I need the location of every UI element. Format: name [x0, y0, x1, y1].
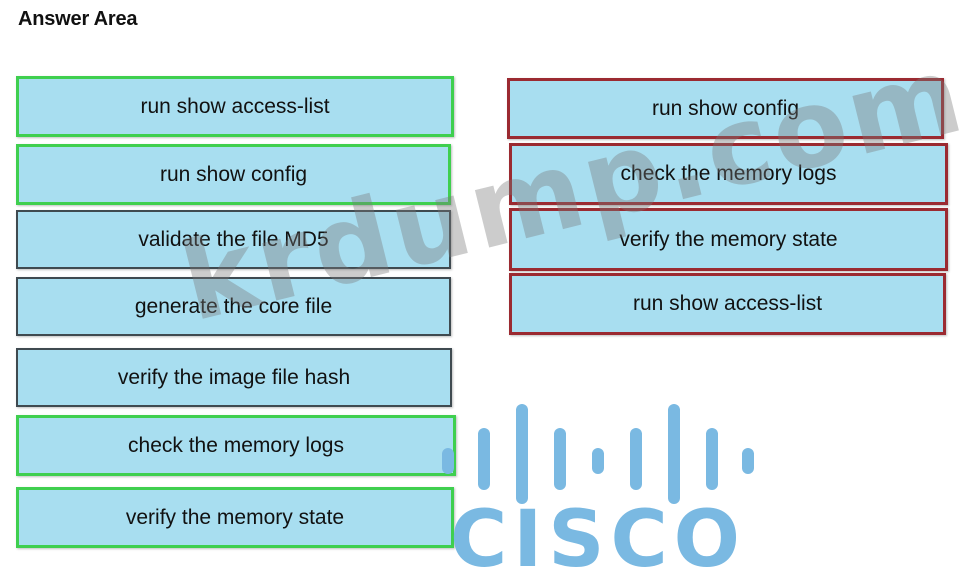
source-item-verify-image-file-hash[interactable]: verify the image file hash: [16, 348, 452, 407]
answer-area-title: Answer Area: [18, 8, 138, 30]
cisco-logo-icon: CISCO: [442, 404, 754, 570]
source-item-verify-memory-state[interactable]: verify the memory state: [16, 487, 454, 548]
source-item-label: verify the memory state: [125, 505, 345, 529]
answer-item-label: check the memory logs: [620, 162, 837, 185]
source-item-label: check the memory logs: [128, 433, 344, 457]
source-item-label: run show access-list: [140, 94, 330, 118]
answer-slot-3[interactable]: verify the memory state: [509, 208, 948, 271]
answer-item-label: run show config: [651, 96, 800, 120]
source-item-check-memory-logs[interactable]: check the memory logs: [16, 415, 456, 476]
answer-slot-2[interactable]: check the memory logs: [509, 143, 948, 205]
answer-item-label: verify the memory state: [619, 227, 838, 251]
source-item-label: verify the image file hash: [117, 365, 351, 389]
answer-slot-4[interactable]: run show access-list: [509, 273, 946, 335]
source-item-label: validate the file MD5: [138, 227, 329, 251]
source-item-label: generate the core file: [134, 294, 333, 318]
answer-slot-1[interactable]: run show config: [507, 78, 944, 139]
cisco-logo-text: CISCO: [450, 495, 746, 570]
source-item-validate-file-md5[interactable]: validate the file MD5: [16, 210, 451, 269]
answer-item-label: run show access-list: [632, 292, 823, 315]
source-item-generate-core-file[interactable]: generate the core file: [16, 277, 451, 336]
source-item-run-show-access-list[interactable]: run show access-list: [16, 76, 454, 137]
source-item-run-show-config[interactable]: run show config: [16, 144, 451, 205]
source-item-label: run show config: [159, 162, 308, 186]
